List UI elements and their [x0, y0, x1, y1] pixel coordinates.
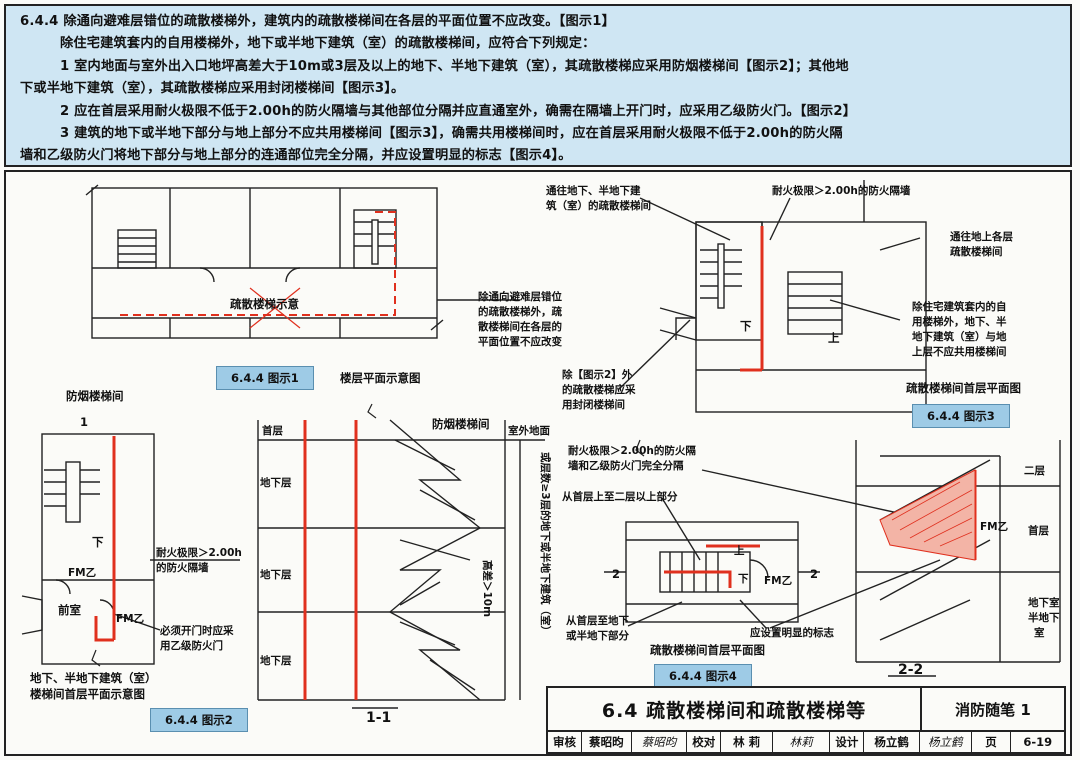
- fig4-note-down-1: 从首层至地下: [566, 615, 629, 627]
- sheet-code: 消防随笔 1: [920, 686, 1066, 732]
- fig4-caption: 疏散楼梯间首层平面图: [650, 643, 765, 657]
- page-number: 6-19: [1023, 735, 1053, 749]
- fig2-tag: 6.4.4 图示2: [150, 708, 248, 732]
- s22-floor-2: 首层: [1028, 525, 1049, 537]
- fig3-tag: 6.4.4 图示3: [912, 404, 1010, 428]
- fig4-mark-right: 2: [810, 567, 819, 581]
- fig4-down-label: 下: [738, 573, 749, 585]
- design-label: 设计: [830, 732, 865, 752]
- auditor-signature: 蔡昭昀: [632, 732, 688, 752]
- fig4-note-up: 从首层上至二层以上部分: [562, 491, 678, 503]
- page-label: 页: [972, 732, 1012, 752]
- fig4-fm: FM乙: [764, 575, 793, 587]
- fig3-caption: 疏散楼梯间首层平面图: [906, 381, 1021, 395]
- fig4-note-wall-2: 墙和乙级防火门完全分隔: [568, 460, 684, 472]
- signature-row: 审核 蔡昭昀 蔡昭昀 校对 林 莉 林莉 设计 杨立鹤 杨立鹤 页 6-19: [546, 730, 1066, 754]
- checker-signature: 林莉: [773, 732, 831, 752]
- fig1-caption: 楼层平面示意图: [340, 371, 421, 385]
- fig3-note-share-3: 地下建筑（室）与地: [912, 331, 1007, 343]
- fig4-up-label: 上: [734, 545, 745, 557]
- designer-signature: 杨立鹤: [920, 732, 972, 752]
- fig1-note-2: 的疏散楼梯外，疏: [478, 306, 562, 318]
- fig3-plan: [659, 180, 927, 413]
- check-label: 校对: [687, 732, 722, 752]
- s11-floor-3: 地下层: [260, 569, 292, 581]
- fig2-door-note-1: 必须开门时应采: [160, 625, 234, 637]
- sheet-title: 6.4 疏散楼梯间和疏散楼梯等: [546, 686, 922, 732]
- fig3-down-label: 下: [740, 319, 752, 333]
- fig1-tag: 6.4.4 图示1: [216, 366, 314, 390]
- s22-label: 2-2: [898, 662, 924, 678]
- fig3-note-top-2: 筑（室）的疏散楼梯间: [546, 200, 651, 212]
- checker-name: 林 莉: [721, 732, 773, 752]
- fig4-note-sign: 应设置明显的标志: [750, 627, 834, 639]
- s11-label: 1-1: [366, 710, 392, 726]
- clause-line: 下或半地下建筑（室），其疏散楼梯应采用封闭楼梯间【图示3】。: [20, 81, 405, 97]
- fig4-mark-left: 2: [612, 567, 621, 581]
- clause-line: 除住宅建筑套内的自用楼梯外，地下或半地下建筑（室）的疏散楼梯间，应符合下列规定：: [60, 36, 596, 52]
- fig3-note-left-3: 用封闭楼梯间: [562, 399, 625, 411]
- hatched-separation: [879, 469, 976, 561]
- auditor-name: 蔡昭昀: [582, 732, 632, 752]
- fig1-plan: [85, 184, 444, 339]
- fig2-plan: [21, 433, 155, 665]
- s11-floor-2: 地下层: [260, 477, 292, 489]
- fig3-note-right-2: 疏散楼梯间: [950, 246, 1003, 258]
- clause-line: 6.4.4 除通向避难层错位的疏散楼梯外，建筑内的疏散楼梯间在各层的平面位置不应…: [20, 14, 615, 29]
- s22-floor-4: 半地下: [1028, 612, 1060, 624]
- fig2-section-mark: 1: [80, 415, 89, 429]
- s11-smoke-stair: 防烟楼梯间: [432, 417, 490, 431]
- fig3-note-wall: 耐火极限＞2.00h的防火隔墙: [772, 185, 911, 197]
- fig2-caption-2: 楼梯间首层平面示意图: [30, 687, 145, 701]
- fig3-note-left-1: 除【图示2】外: [562, 369, 633, 381]
- fig3-note-share-4: 上层不应共用楼梯间: [912, 346, 1007, 358]
- s11-outdoor: 室外地面: [508, 425, 550, 437]
- s11-floor-1: 首层: [262, 425, 283, 437]
- fig4-note-down-2: 或半地下部分: [566, 630, 629, 642]
- fig2-fm-upper: FM乙: [68, 567, 97, 579]
- fig2-caption-1: 地下、半地下建筑（室）: [30, 671, 157, 685]
- fig2-wall-note-2: 的防火隔墙: [156, 562, 209, 574]
- s22-fm: FM乙: [980, 521, 1009, 533]
- clause-line: 1 室内地面与室外出入口地坪高差大于10m或3层及以上的地下、半地下建筑（室），…: [60, 58, 849, 74]
- fig3-note-share-2: 用楼梯外，地下、半: [912, 316, 1007, 328]
- fig2-wall-note-1: 耐火极限＞2.00h: [156, 547, 242, 559]
- fig4-tag: 6.4.4 图示4: [654, 664, 752, 688]
- fig3-note-left-2: 的疏散楼梯应采: [562, 384, 636, 396]
- s22-floor-5: 室: [1034, 627, 1045, 639]
- clause-line: 墙和乙级防火门将地下部分与地上部分的连通部位完全分隔，并应设置明显的标志【图示4…: [20, 148, 572, 164]
- fig3-note-share-1: 除住宅建筑套内的自: [912, 301, 1007, 313]
- clause-line: 3 建筑的地下或半地下部分与地上部分不应共用楼梯间【图示3】，确需共用楼梯间时，…: [60, 126, 843, 142]
- fig1-note-4: 平面位置不应改变: [478, 336, 562, 348]
- fig1-note-1: 除通向避难层错位: [478, 291, 562, 303]
- fig2-down-label: 下: [92, 535, 104, 549]
- designer-name: 杨立鹤: [864, 732, 920, 752]
- fig2-anteroom: 前室: [58, 603, 81, 617]
- fig2-door-note-2: 用乙级防火门: [160, 640, 223, 652]
- fire-walls: [94, 211, 977, 700]
- s22-floor-3: 地下室: [1028, 597, 1060, 609]
- s11-floor-4: 地下层: [260, 655, 292, 667]
- clause-text-block: 6.4.4 除通向避难层错位的疏散楼梯外，建筑内的疏散楼梯间在各层的平面位置不应…: [4, 4, 1072, 167]
- s22-floor-1: 二层: [1024, 465, 1045, 477]
- title-block: 6.4 疏散楼梯间和疏散楼梯等 消防随笔 1 审核 蔡昭昀 蔡昭昀 校对 林 莉…: [546, 686, 1068, 754]
- clause-line: 2 应在首层采用耐火极限不低于2.00h的防火隔墙与其他部位分隔并应直通室外，确…: [60, 103, 857, 119]
- fig1-crossed-label: 疏散楼梯示意: [230, 297, 299, 311]
- s11-height-note: 高差＞10m: [481, 560, 493, 618]
- section-1-1: [257, 419, 545, 709]
- audit-label: 审核: [548, 732, 583, 752]
- fig2-smoke-stair: 防烟楼梯间: [66, 389, 124, 403]
- drawing-frame: [4, 170, 1072, 756]
- s11-vertical-note: 或层数≥3层的地下或半地下建筑（室）: [539, 452, 551, 637]
- fig1-note-3: 散楼梯间在各层的: [478, 321, 562, 333]
- fig2-fm-lower: FM乙: [116, 613, 145, 625]
- fig3-note-top-1: 通往地下、半地下建: [546, 185, 641, 197]
- fig3-note-right-1: 通往地上各层: [950, 231, 1013, 243]
- fig3-up-label: 上: [828, 331, 840, 345]
- fig4-note-wall-1: 耐火极限＞2.00h的防火隔: [568, 445, 696, 457]
